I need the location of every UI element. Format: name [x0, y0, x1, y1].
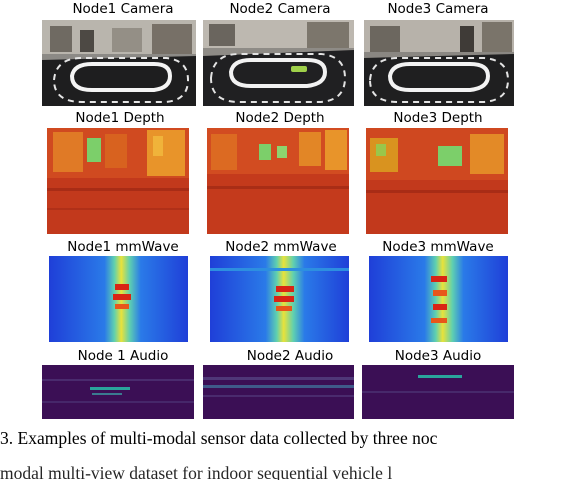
label-node3-audio: Node3 Audio: [394, 348, 482, 364]
node3-audio-spectrogram: [362, 365, 514, 419]
label-node3-depth: Node3 Depth: [393, 110, 483, 126]
label-node1-camera: Node1 Camera: [72, 1, 174, 17]
node3-camera-image: [364, 20, 514, 106]
label-node2-mmwave: Node2 mmWave: [225, 239, 337, 255]
label-node1-depth: Node1 Depth: [75, 110, 165, 126]
figure-caption: 3. Examples of multi-modal sensor data c…: [0, 424, 576, 480]
label-node2-audio: Node2 Audio: [246, 348, 334, 364]
node3-mmwave-heatmap: [369, 256, 508, 342]
node2-camera-image: [203, 20, 354, 106]
label-node3-camera: Node3 Camera: [387, 1, 489, 17]
label-node1-audio: Node 1 Audio: [77, 348, 169, 364]
node1-audio-spectrogram: [42, 365, 194, 419]
node2-depth-map: [207, 128, 349, 234]
caption-line-2: modal multi-view dataset for indoor sequ…: [0, 463, 393, 480]
label-node2-depth: Node2 Depth: [235, 110, 325, 126]
node1-camera-image: [42, 20, 196, 106]
node2-audio-spectrogram: [203, 365, 354, 419]
label-node1-mmwave: Node1 mmWave: [67, 239, 179, 255]
label-node2-camera: Node2 Camera: [229, 1, 331, 17]
multimodal-figure: Node1 Camera Node2 Camera Node3 Camera N…: [40, 0, 516, 422]
node1-mmwave-heatmap: [49, 256, 188, 342]
label-node3-mmwave: Node3 mmWave: [382, 239, 494, 255]
node2-mmwave-heatmap: [210, 256, 349, 342]
caption-line-1: 3. Examples of multi-modal sensor data c…: [0, 428, 438, 448]
node3-depth-map: [366, 128, 508, 234]
node1-depth-map: [47, 128, 189, 234]
